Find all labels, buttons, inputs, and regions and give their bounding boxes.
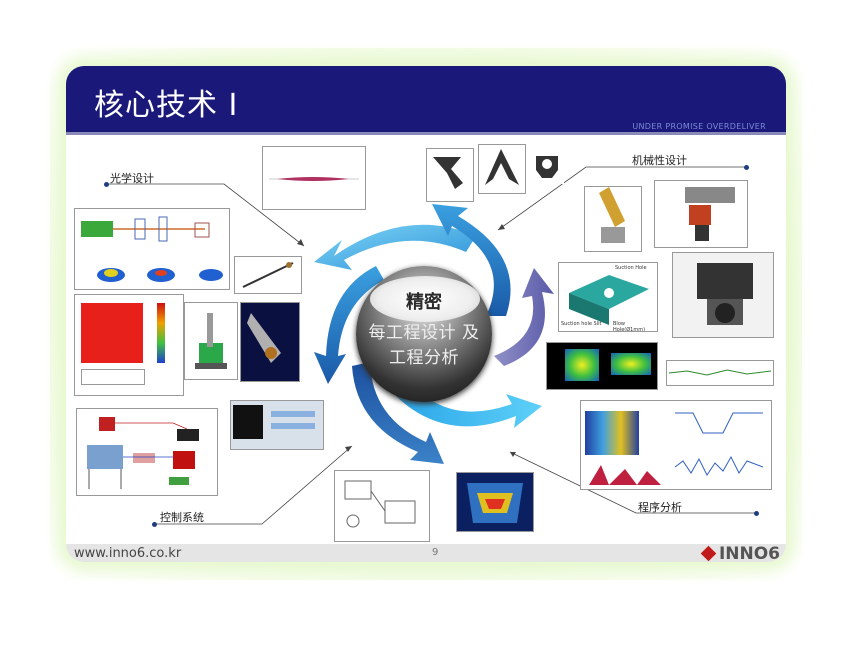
program-signal-strip [666,360,774,386]
mech-suction-block: Suction Hole Suction hole Slit Blow Hole… [558,262,658,332]
center-line-1: 精密 [406,292,442,313]
leader-mechanical [497,166,746,231]
callout-mechanical-dot [744,165,749,170]
optical-lens-plot [262,146,366,210]
suction-slit-label: Suction hole Slit [561,321,602,327]
arrow-bottom-right [396,384,542,428]
header-divider [66,132,786,135]
callout-control-dot [152,522,157,527]
blow-hole-label: Blow Hole(Ø1mm) [613,321,646,332]
optical-probe-image [234,256,302,294]
arrow-top [432,204,511,316]
program-fea-render [456,472,534,532]
optical-assembly-render [240,302,300,382]
logo-cube-icon [700,545,717,562]
page-number: 9 [432,547,439,558]
callout-control: 控制系统 [160,511,204,524]
suction-hole-label: Suction Hole [615,265,647,271]
optical-intensity-map [74,294,184,396]
mech-tool-head-render [672,252,774,338]
mech-gripper-2 [478,144,526,194]
inno6-logo: INNO6 [700,544,780,562]
callout-program: 程序分析 [638,501,682,514]
program-analysis-charts [580,400,772,490]
center-text: 精密 每工程设计 及 工程分析 [346,288,502,368]
mech-arm-render [584,186,642,252]
slide-title: 核心技术 I [94,88,239,123]
program-thermal-image [546,342,658,390]
slide: 核心技术 I UNDER PROMISE OVERDELIVER [66,66,786,562]
optical-mount-model [184,302,238,380]
cycle-arrows [108,166,756,525]
arrow-bottom [352,362,444,464]
leader-control [154,445,353,525]
footer-url: www.inno6.co.kr [74,546,182,561]
control-software-screen [230,400,324,450]
control-wiring-drawing [334,470,430,542]
arrow-top-left [314,224,476,270]
callout-optical-dot [104,182,109,187]
logo-text: INNO6 [718,544,780,562]
mech-gripper-3 [530,150,564,184]
arrow-left [314,266,384,384]
optical-system-diagram [74,208,230,290]
callout-optical: 光学设计 [110,172,154,185]
callout-mechanical: 机械性设计 [632,154,687,167]
mech-gripper-assembly [654,180,748,248]
center-highlight [370,276,480,322]
slide-footer: www.inno6.co.kr 9 INNO6 [66,544,786,562]
arrow-right [494,268,554,366]
tagline: UNDER PROMISE OVERDELIVER [632,122,766,131]
leader-optical [108,183,305,247]
mech-gripper-1 [426,148,474,202]
callout-program-dot [754,511,759,516]
control-system-diagram [76,408,218,496]
center-line-3: 工程分析 [389,348,459,368]
center-line-2: 每工程设计 及 [368,323,480,343]
leader-program [509,451,756,514]
slide-header: 核心技术 I UNDER PROMISE OVERDELIVER [66,66,786,132]
